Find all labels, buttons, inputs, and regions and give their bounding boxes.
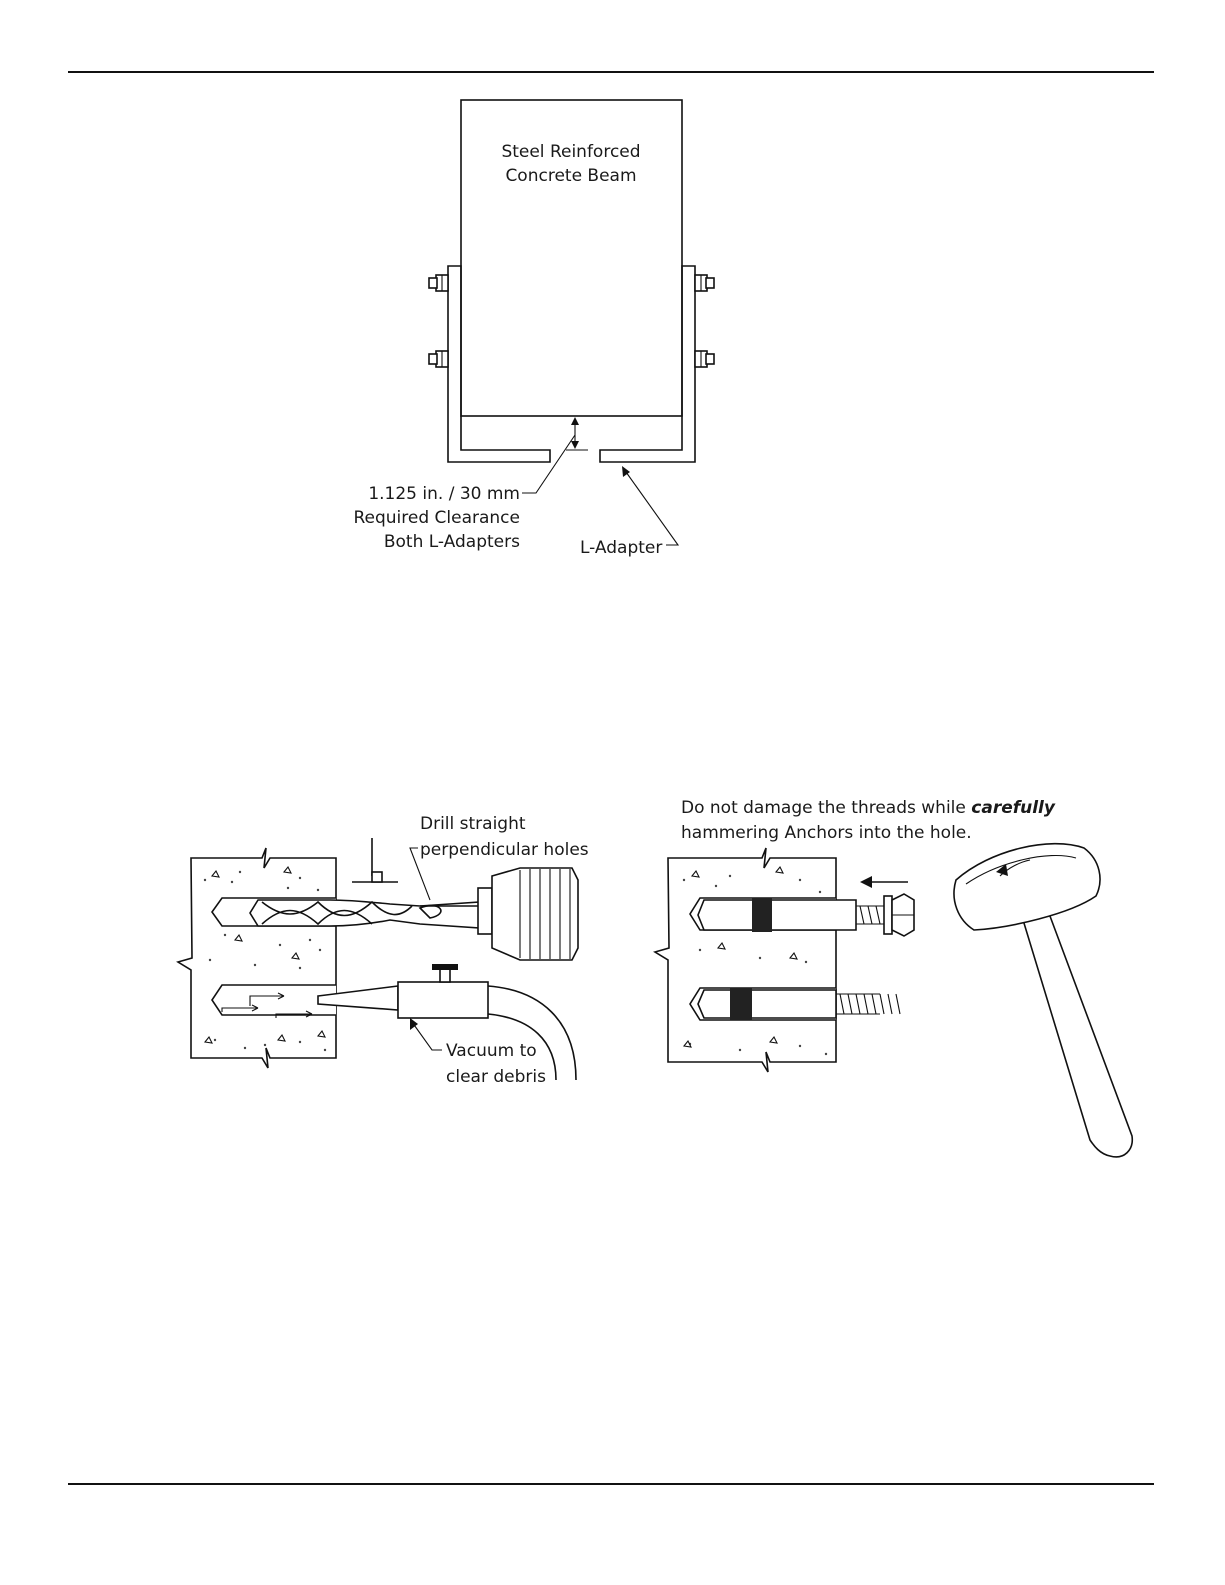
lower-anchor — [698, 988, 900, 1020]
clearance-label-line1: 1.125 in. / 30 mm — [368, 484, 520, 504]
insertion-arrow — [860, 876, 908, 888]
beam-label-line1: Steel Reinforced — [501, 142, 640, 162]
drill-bit — [250, 900, 480, 928]
left-bolt-upper — [429, 275, 448, 291]
drill-chuck — [478, 868, 578, 960]
drill-label-line1: Drill straight — [420, 814, 526, 834]
adapter-leader — [626, 472, 678, 545]
clearance-dimension-arrow — [566, 417, 588, 450]
drill-vacuum-figure: Drill straight perpendicular holes Vacuu… — [170, 800, 610, 1095]
clearance-leader — [522, 435, 575, 493]
hammer-icon — [954, 844, 1132, 1157]
concrete-block-right — [655, 848, 836, 1072]
clearance-label-line3: Both L-Adapters — [384, 532, 520, 552]
concrete-block-left — [178, 848, 336, 1068]
vacuum-label-line2: clear debris — [446, 1067, 546, 1087]
footer-rule — [68, 1483, 1154, 1485]
vacuum-nozzle — [318, 964, 576, 1080]
vacuum-leader — [412, 1022, 442, 1050]
anchor-hammer-figure: Do not damage the threads while carefull… — [650, 790, 1150, 1170]
right-bolt-upper — [695, 275, 714, 291]
anchor-caption-line2: hammering Anchors into the hole. — [681, 823, 972, 843]
drill-label-line2: perpendicular holes — [420, 840, 589, 860]
beam-label-line2: Concrete Beam — [505, 166, 636, 186]
upper-anchor — [698, 894, 914, 936]
adapter-label: L-Adapter — [580, 538, 662, 558]
right-bolt-lower — [695, 351, 714, 367]
depth-gauge — [352, 838, 398, 882]
anchor-caption-line1: Do not damage the threads while carefull… — [681, 798, 1056, 818]
header-rule — [68, 71, 1154, 73]
clearance-label-line2: Required Clearance — [353, 508, 520, 528]
beam-clearance-figure: Steel Reinforced Concrete Beam 1.125 in.… — [340, 90, 720, 570]
anchor-caption-emphasis: carefully — [971, 798, 1056, 818]
left-bolt-lower — [429, 351, 448, 367]
vacuum-label-line1: Vacuum to — [446, 1041, 537, 1061]
